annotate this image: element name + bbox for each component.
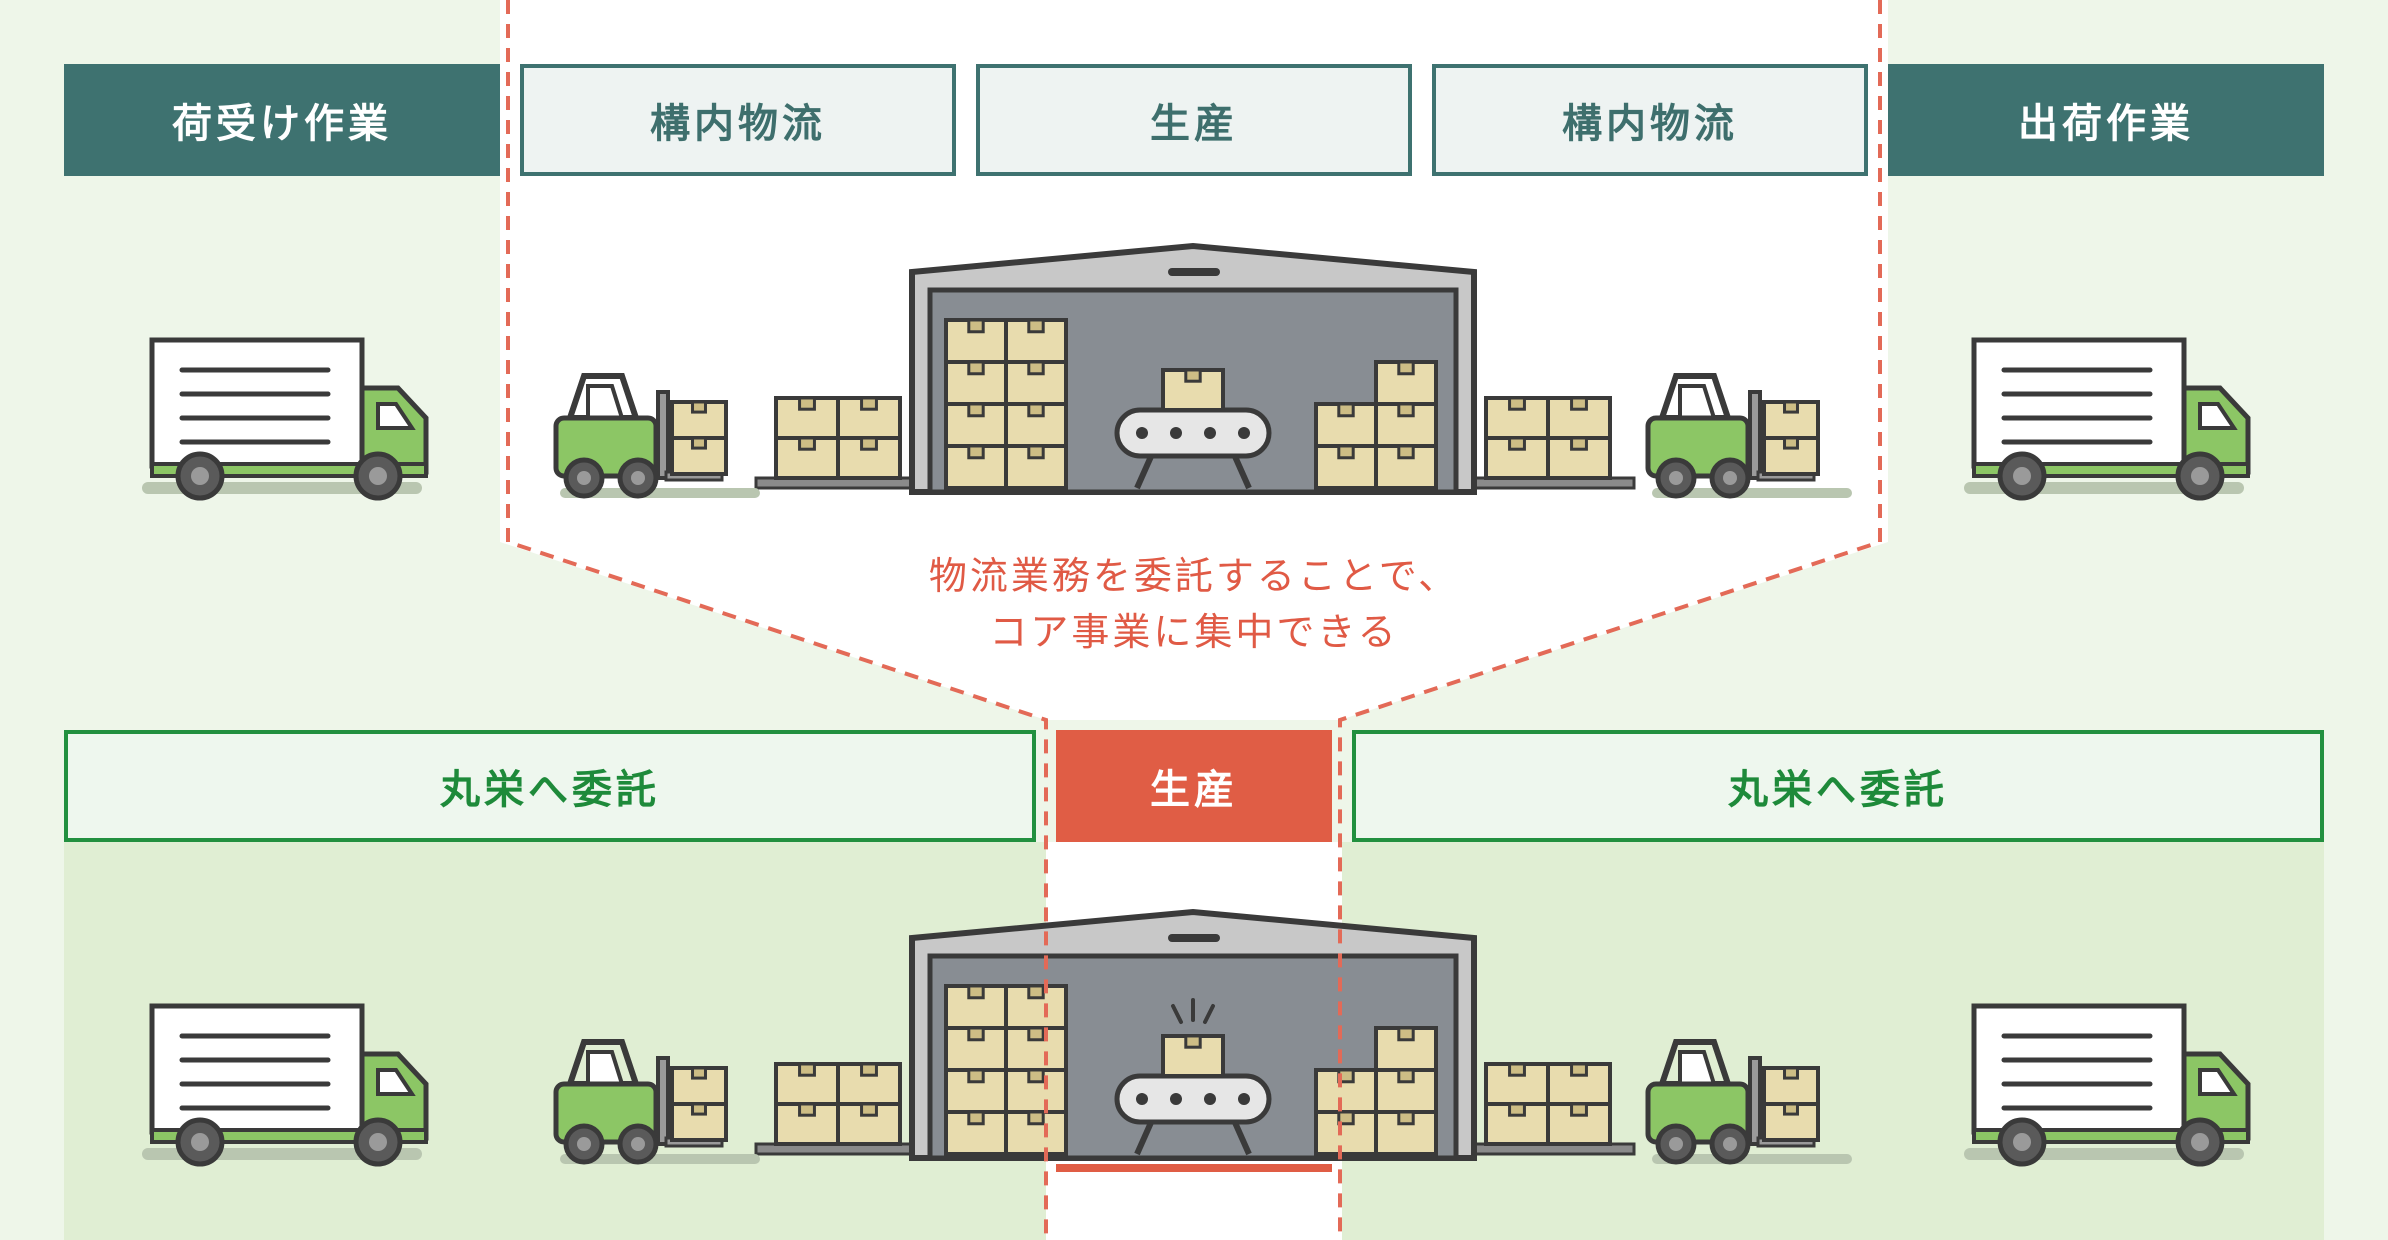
forklift-icon: [553, 373, 760, 499]
production-underline: [1056, 1164, 1332, 1172]
box-icon: [1004, 1026, 1068, 1072]
box-icon: [1004, 360, 1068, 406]
box-stack-icon: [944, 984, 1068, 1156]
focus-funnel: [500, 542, 1888, 720]
logistics-label-right: 構内物流: [1432, 64, 1868, 176]
box-icon: [1374, 1026, 1438, 1072]
box-icon: [1762, 1102, 1820, 1142]
box-icon: [944, 318, 1008, 364]
box-icon: [670, 436, 728, 476]
box-stack-icon: [1374, 360, 1438, 490]
message-line-2: コア事業に集中できる: [989, 610, 1399, 654]
box-icon: [1546, 1102, 1612, 1146]
focus-dashed-line-right: [1338, 0, 1882, 1240]
box-stack-icon: [1374, 1026, 1438, 1156]
box-icon: [944, 1068, 1008, 1114]
truck-icon: [1964, 337, 2251, 501]
box-icon: [670, 1066, 728, 1106]
box-icon: [1484, 396, 1550, 440]
box-icon: [1004, 318, 1068, 364]
forklift-icon: [553, 1039, 760, 1165]
box-icon: [1161, 1034, 1225, 1078]
box-icon: [944, 444, 1008, 490]
box-icon: [1762, 436, 1820, 476]
forklift-icon: [1645, 1039, 1852, 1165]
forklift-icon: [1645, 373, 1852, 499]
box-icon: [944, 984, 1008, 1030]
box-icon: [1161, 368, 1225, 412]
box-icon: [1374, 444, 1438, 490]
box-icon: [1374, 1068, 1438, 1114]
box-icon: [774, 1062, 840, 1106]
box-icon: [1374, 402, 1438, 448]
box-icon: [944, 402, 1008, 448]
logistics-label-left: 構内物流: [520, 64, 956, 176]
box-icon: [1484, 1102, 1550, 1146]
box-icon: [1004, 402, 1068, 448]
shipping-label: 出荷作業: [1888, 64, 2324, 176]
production-label-bottom: 生産: [1056, 730, 1332, 842]
box-icon: [1004, 444, 1068, 490]
box-icon: [836, 1062, 902, 1106]
box-icon: [1314, 1110, 1378, 1156]
outsource-label-right: 丸栄へ委託: [1352, 730, 2324, 842]
box-stack-icon: [1314, 1068, 1378, 1156]
truck-icon: [1964, 1003, 2251, 1167]
box-stack-icon: [944, 318, 1068, 490]
truck-icon: [142, 1003, 429, 1167]
box-icon: [1374, 1110, 1438, 1156]
box-icon: [1374, 360, 1438, 406]
box-icon: [1484, 436, 1550, 480]
box-stack-icon: [1484, 1062, 1612, 1146]
box-icon: [944, 1026, 1008, 1072]
box-icon: [836, 1102, 902, 1146]
box-icon: [670, 400, 728, 440]
box-icon: [1546, 436, 1612, 480]
box-stack-icon: [774, 396, 902, 480]
box-icon: [1314, 1068, 1378, 1114]
production-label-top: 生産: [976, 64, 1412, 176]
box-icon: [1314, 402, 1378, 448]
box-stack-icon: [774, 1062, 902, 1146]
message-line-1: 物流業務を委託することで、: [928, 554, 1460, 598]
box-stack-icon: [1484, 396, 1612, 480]
conveyor-icon: [1114, 368, 1272, 490]
conveyor-icon: [1114, 998, 1272, 1156]
box-icon: [1004, 1068, 1068, 1114]
box-icon: [1004, 984, 1068, 1030]
box-icon: [774, 1102, 840, 1146]
box-icon: [774, 396, 840, 440]
box-icon: [1546, 396, 1612, 440]
box-icon: [1762, 400, 1820, 440]
box-icon: [944, 360, 1008, 406]
box-icon: [1546, 1062, 1612, 1106]
box-icon: [1762, 1066, 1820, 1106]
focus-dashed-line-left: [506, 0, 1048, 1240]
receiving-label: 荷受け作業: [64, 64, 500, 176]
box-icon: [1004, 1110, 1068, 1156]
box-icon: [774, 436, 840, 480]
box-icon: [670, 1102, 728, 1142]
factory-scene: [754, 242, 1636, 495]
outsourcing-message: 物流業務を委託することで、 コア事業に集中できる: [794, 548, 1594, 660]
box-icon: [836, 436, 902, 480]
truck-icon: [142, 337, 429, 501]
box-icon: [944, 1110, 1008, 1156]
box-icon: [1484, 1062, 1550, 1106]
box-icon: [836, 396, 902, 440]
outsource-label-left: 丸栄へ委託: [64, 730, 1036, 842]
box-icon: [1314, 444, 1378, 490]
box-stack-icon: [1314, 402, 1378, 490]
